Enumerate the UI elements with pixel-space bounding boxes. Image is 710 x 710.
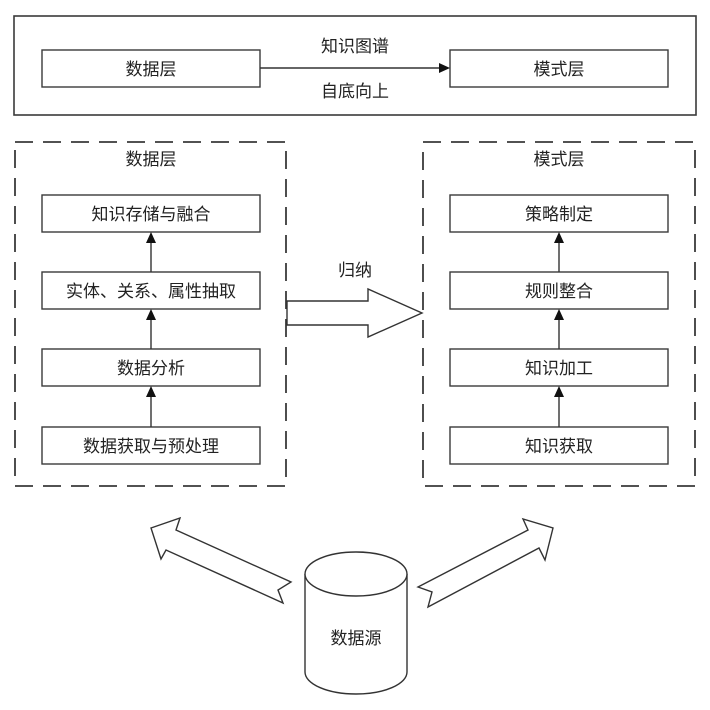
schema-layer-panel: 模式层 策略制定 规则整合 知识加工 知识获取 <box>422 141 696 487</box>
data-source-cylinder: 数据源 <box>304 551 408 695</box>
arrowhead-icon <box>439 63 450 73</box>
data-step-extraction: 实体、关系、属性抽取 <box>41 271 261 310</box>
data-layer-title: 数据层 <box>126 150 177 170</box>
data-connector-2 <box>146 309 156 349</box>
schema-layer-title: 模式层 <box>534 150 585 170</box>
schema-connector-2 <box>554 309 564 349</box>
data-step-label: 实体、关系、属性抽取 <box>66 282 236 302</box>
hollow-arrow-up-left-icon <box>150 516 293 605</box>
data-step-label: 知识存储与融合 <box>92 205 211 225</box>
induction-arrow: 归纳 <box>286 261 424 339</box>
schema-connector-3 <box>554 386 564 427</box>
data-source-label: 数据源 <box>331 629 382 649</box>
overview-schema-layer-label: 模式层 <box>534 60 585 80</box>
schema-step-acquisition: 知识获取 <box>449 426 669 465</box>
hollow-arrow-right-icon <box>286 287 424 339</box>
schema-step-strategy: 策略制定 <box>449 194 669 233</box>
schema-step-processing: 知识加工 <box>449 348 669 387</box>
arrow-label-bottom-up: 自底向上 <box>321 82 389 102</box>
overview-panel: 数据层 模式层 知识图谱 自底向上 <box>13 15 697 116</box>
schema-step-label: 策略制定 <box>525 205 593 225</box>
schema-step-rule-integration: 规则整合 <box>449 271 669 310</box>
cylinder-top <box>304 551 408 597</box>
database-icon <box>304 574 408 695</box>
hollow-arrow-up-right-icon <box>416 517 554 609</box>
induction-label: 归纳 <box>338 261 372 281</box>
schema-step-label: 知识获取 <box>525 437 593 457</box>
schema-connector-1 <box>554 232 564 272</box>
data-step-analysis: 数据分析 <box>41 348 261 387</box>
overview-data-layer-label: 数据层 <box>126 60 177 80</box>
data-connector-3 <box>146 386 156 427</box>
data-layer-panel: 数据层 知识存储与融合 实体、关系、属性抽取 数据分析 数据获取与预处理 <box>14 141 287 487</box>
data-step-label: 数据获取与预处理 <box>83 437 219 457</box>
arrowhead-up-icon <box>554 309 564 320</box>
data-connector-1 <box>146 232 156 272</box>
data-step-label: 数据分析 <box>117 359 185 379</box>
data-step-storage-fusion: 知识存储与融合 <box>41 194 261 233</box>
arrowhead-up-icon <box>146 309 156 320</box>
overview-arrow <box>260 63 450 73</box>
arrow-label-knowledge-graph: 知识图谱 <box>321 37 389 57</box>
arrowhead-up-icon <box>554 386 564 397</box>
overview-schema-layer-box: 模式层 <box>449 49 669 88</box>
arrowhead-up-icon <box>554 232 564 243</box>
schema-step-label: 知识加工 <box>525 359 593 379</box>
arrowhead-up-icon <box>146 232 156 243</box>
schema-step-label: 规则整合 <box>525 282 593 302</box>
overview-data-layer-box: 数据层 <box>41 49 261 88</box>
data-step-acquisition: 数据获取与预处理 <box>41 426 261 465</box>
arrowhead-up-icon <box>146 386 156 397</box>
overview-frame <box>13 15 697 116</box>
